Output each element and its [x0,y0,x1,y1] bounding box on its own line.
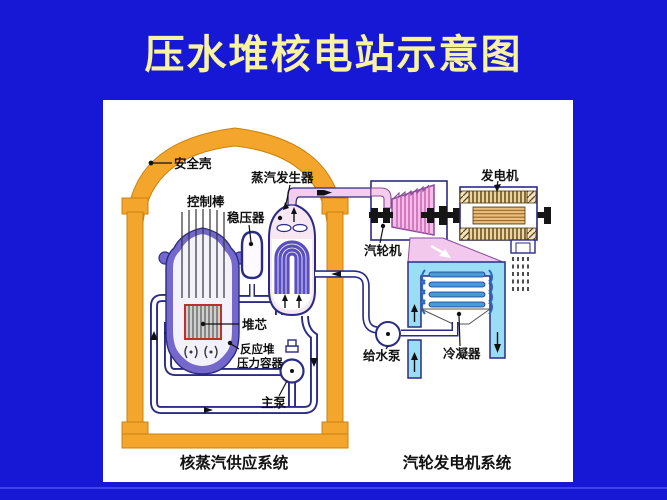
bottom-accent-stripe [0,487,667,489]
generator-label: 发电机 [480,168,519,183]
turbine-label: 汽轮机 [364,243,402,258]
condenser-tubes [428,271,486,308]
pressurizer-label: 稳压器 [227,210,265,225]
containment-label: 安全壳 [174,156,212,171]
rpv-label-line2: 压力容器 [237,356,283,370]
system-labels: 核蒸汽供应系统 汽轮发电机系统 [180,453,512,472]
nuclear-steam-supply-system-label: 核蒸汽供应系统 [180,453,289,472]
exhaust-duct [407,237,504,263]
label-pointers [148,160,501,397]
core-flow-symbols [184,345,218,359]
condenser-label: 冷凝器 [443,346,481,361]
feedwater-pump-label: 给水泵 [363,348,401,363]
pressurizer [240,230,264,280]
sg-u-tubes [274,240,310,294]
condenser [401,261,506,379]
feedwater-pump [375,321,401,347]
feedwater-pipe [315,270,378,334]
main-pump [279,339,305,384]
control-rods-label: 控制棒 [187,194,225,209]
control-rods [181,209,225,298]
power-output-lines [510,239,536,293]
diagram-panel: 安全壳 控制棒 稳压器 蒸汽发生器 汽轮机 发电机 堆芯 反应堆 压力容器 主泵… [103,100,573,482]
generator [459,186,538,241]
steam-generator-label: 蒸汽发生器 [251,170,314,185]
containment-shell [121,127,349,449]
main-pump-label: 主泵 [261,395,287,410]
steam-generator [268,202,316,317]
page-title: 压水堆核电站示意图 [144,33,523,77]
turbine-generator-shaft [369,206,551,225]
rpv-label-line1: 反应堆 [240,342,275,356]
component-labels: 安全壳 控制棒 稳压器 蒸汽发生器 汽轮机 发电机 堆芯 反应堆 压力容器 主泵… [174,156,519,410]
core-label: 堆芯 [242,317,268,332]
turbine-generator-system-label: 汽轮发电机系统 [403,453,512,472]
sg-separators [276,223,308,233]
pwr-schematic: 安全壳 控制棒 稳压器 蒸汽发生器 汽轮机 发电机 堆芯 反应堆 压力容器 主泵… [121,127,551,472]
